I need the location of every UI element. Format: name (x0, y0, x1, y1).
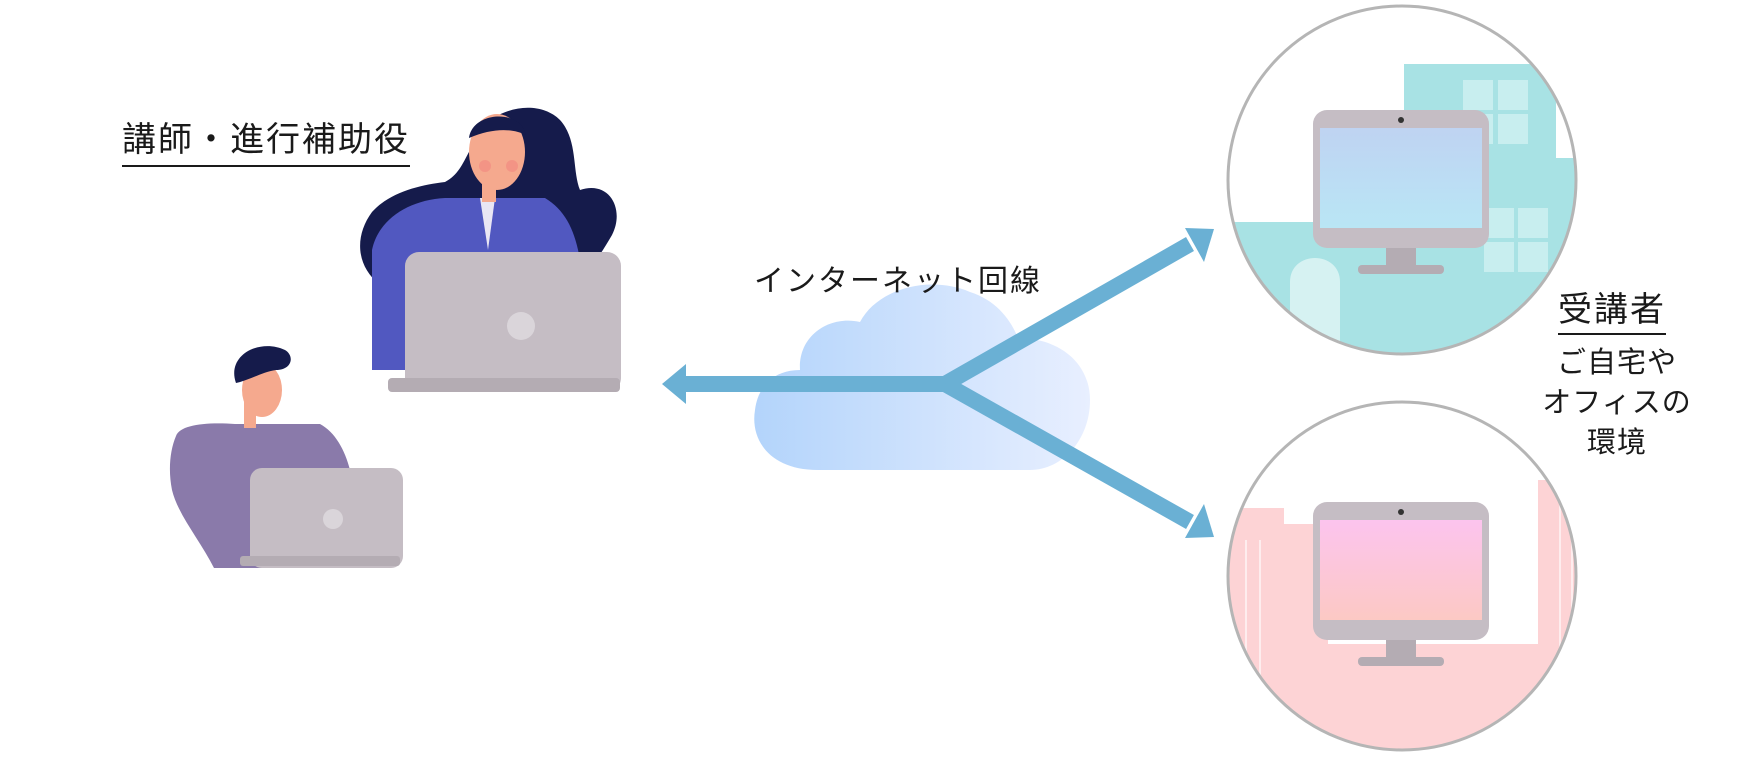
network-arrows (662, 228, 1214, 538)
learner-env-line-1: ご自宅や (1556, 345, 1677, 379)
internet-line-label: インターネット回線 (754, 264, 1042, 299)
learner-env-line-2: オフィスの (1542, 385, 1692, 419)
arrow-left-head (662, 364, 686, 404)
home-monitor-illustration (1226, 400, 1578, 752)
arrow-up-head (1185, 228, 1214, 262)
instructor-label: 講師・進行補助役 (122, 112, 410, 167)
learner-environment-label: ご自宅や オフィスの 環境 (1532, 342, 1702, 462)
arrow-up-line (941, 237, 1194, 391)
arrow-down-line (941, 377, 1194, 529)
learner-env-line-3: 環境 (1586, 425, 1647, 459)
learner-label: 受講者 (1558, 282, 1666, 335)
arrow-down-head (1185, 504, 1214, 538)
instructor-woman-illustration (360, 107, 621, 392)
assistant-man-illustration (169, 346, 403, 568)
